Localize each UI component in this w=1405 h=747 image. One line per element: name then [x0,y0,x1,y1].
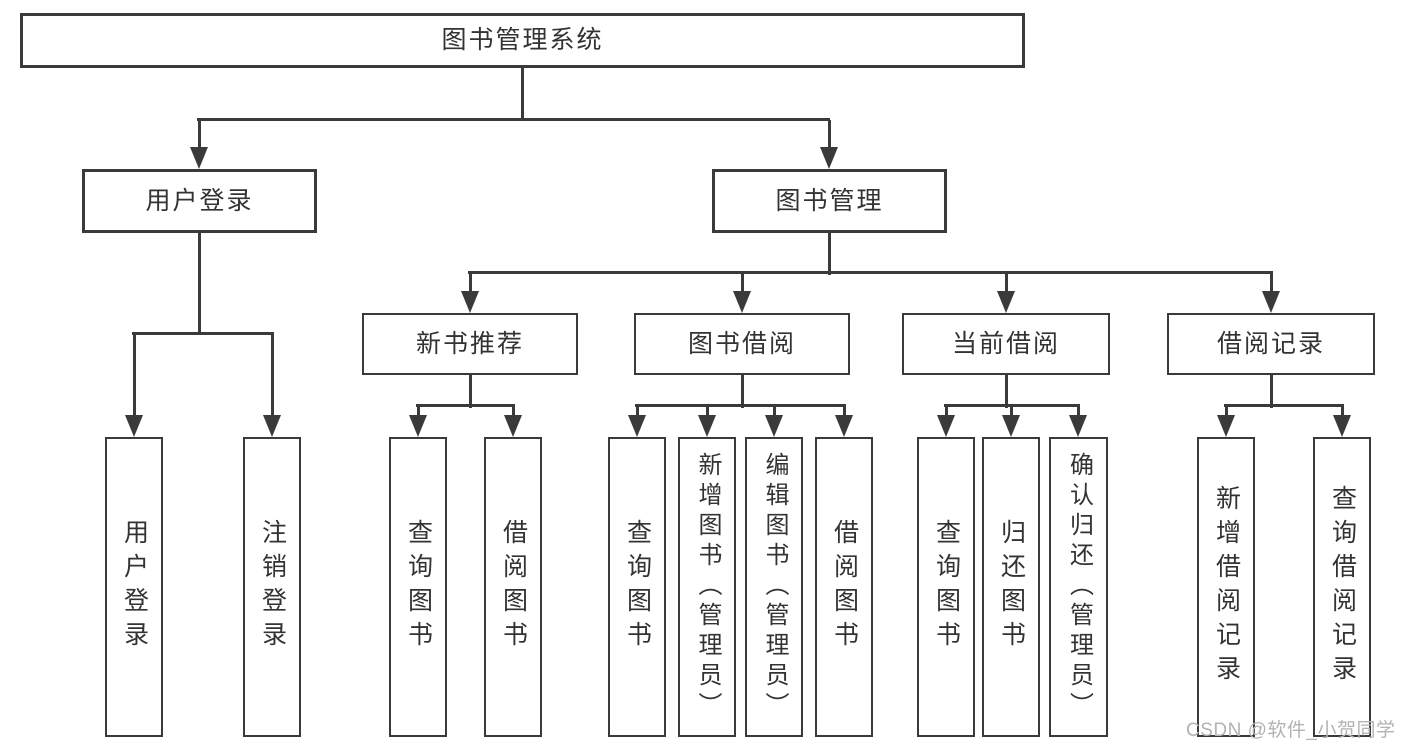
connector-line [1009,406,1013,423]
leaf-borrow-books: 借阅图书 [484,437,542,737]
connector-line [772,406,776,423]
connector-line [416,404,515,407]
arrowhead-icon [409,415,427,437]
leaf-label: 归还图书 [997,519,1026,655]
connector-line [740,273,744,299]
node-label: 图书管理系统 [441,26,604,54]
connector-line [1269,375,1273,408]
connector-line [740,375,744,408]
arrowhead-icon [733,291,751,313]
node-book-borrowing: 图书借阅 [634,313,850,375]
leaf-query-books: 查询图书 [917,437,975,737]
csdn-watermark: CSDN @软件_小贺同学 [1186,720,1396,741]
connector-line [944,406,948,423]
connector-line [1004,375,1008,408]
leaf-add-book-admin: 新增图书（管理员） [678,437,736,737]
leaf-label: 用户登录 [120,519,149,655]
connector-line [511,406,515,423]
connector-line [1076,406,1080,423]
arrowhead-icon [263,415,281,437]
connector-line [1340,406,1344,423]
connector-line [827,233,831,275]
arrowhead-icon [1069,415,1087,437]
leaf-label: 借阅图书 [830,519,859,655]
connector-line [944,404,1080,407]
arrowhead-icon [820,147,838,169]
leaf-borrow-books: 借阅图书 [815,437,873,737]
connector-line [132,332,274,335]
connector-line [416,406,420,423]
arrowhead-icon [835,415,853,437]
arrowhead-icon [125,415,143,437]
arrowhead-icon [698,415,716,437]
node-label: 新书推荐 [415,329,524,358]
node-label: 图书管理 [775,186,884,215]
connector-line [197,120,201,155]
node-label: 用户登录 [145,186,254,215]
connector-line [197,118,830,121]
node-label: 借阅记录 [1216,329,1325,358]
connector-line [132,334,136,423]
arrowhead-icon [628,415,646,437]
arrowhead-icon [1002,415,1020,437]
connector-line [1224,406,1228,423]
connector-line [635,404,846,407]
leaf-label: 查询借阅记录 [1328,485,1357,689]
node-user-login: 用户登录 [82,169,317,233]
leaf-label: 查询图书 [623,519,652,655]
connector-line [1269,273,1273,299]
connector-line [1224,404,1344,407]
leaf-label: 编辑图书（管理员） [761,452,788,722]
arrowhead-icon [1333,415,1351,437]
arrowhead-icon [997,291,1015,313]
connector-line [1004,273,1008,299]
connector-line [520,68,524,121]
arrowhead-icon [504,415,522,437]
leaf-label: 确认归还（管理员） [1065,452,1093,722]
connector-line [468,375,472,408]
leaf-query-books: 查询图书 [389,437,447,737]
leaf-add-borrow-record: 新增借阅记录 [1197,437,1255,737]
leaf-query-borrow-record: 查询借阅记录 [1313,437,1371,737]
arrowhead-icon [1217,415,1235,437]
node-book-management: 图书管理 [712,169,947,233]
leaf-label: 借阅图书 [499,519,528,655]
node-label: 图书借阅 [687,329,796,358]
arrowhead-icon [190,147,208,169]
connector-line [468,273,472,299]
leaf-logout: 注销登录 [243,437,301,737]
leaf-label: 新增借阅记录 [1212,485,1241,689]
leaf-query-books: 查询图书 [608,437,666,737]
node-new-book-recommend: 新书推荐 [362,313,578,375]
leaf-return-books: 归还图书 [982,437,1040,737]
connector-line [635,406,639,423]
leaf-label: 查询图书 [404,519,433,655]
leaf-user-login: 用户登录 [105,437,163,737]
connector-line [270,334,274,423]
leaf-label: 注销登录 [258,519,287,655]
connector-line [827,120,831,155]
arrowhead-icon [461,291,479,313]
leaf-label: 查询图书 [932,519,961,655]
leaf-edit-book-admin: 编辑图书（管理员） [745,437,803,737]
node-library-system: 图书管理系统 [20,13,1025,68]
arrowhead-icon [1262,291,1280,313]
arrowhead-icon [937,415,955,437]
node-borrowing-records: 借阅记录 [1167,313,1375,375]
connector-line [705,406,709,423]
connector-line [197,233,201,335]
leaf-confirm-return-admin: 确认归还（管理员） [1049,437,1108,737]
node-current-borrowing: 当前借阅 [902,313,1110,375]
connector-line [468,271,1273,274]
arrowhead-icon [765,415,783,437]
leaf-label: 新增图书（管理员） [694,452,721,722]
connector-line [842,406,846,423]
node-label: 当前借阅 [951,329,1060,358]
